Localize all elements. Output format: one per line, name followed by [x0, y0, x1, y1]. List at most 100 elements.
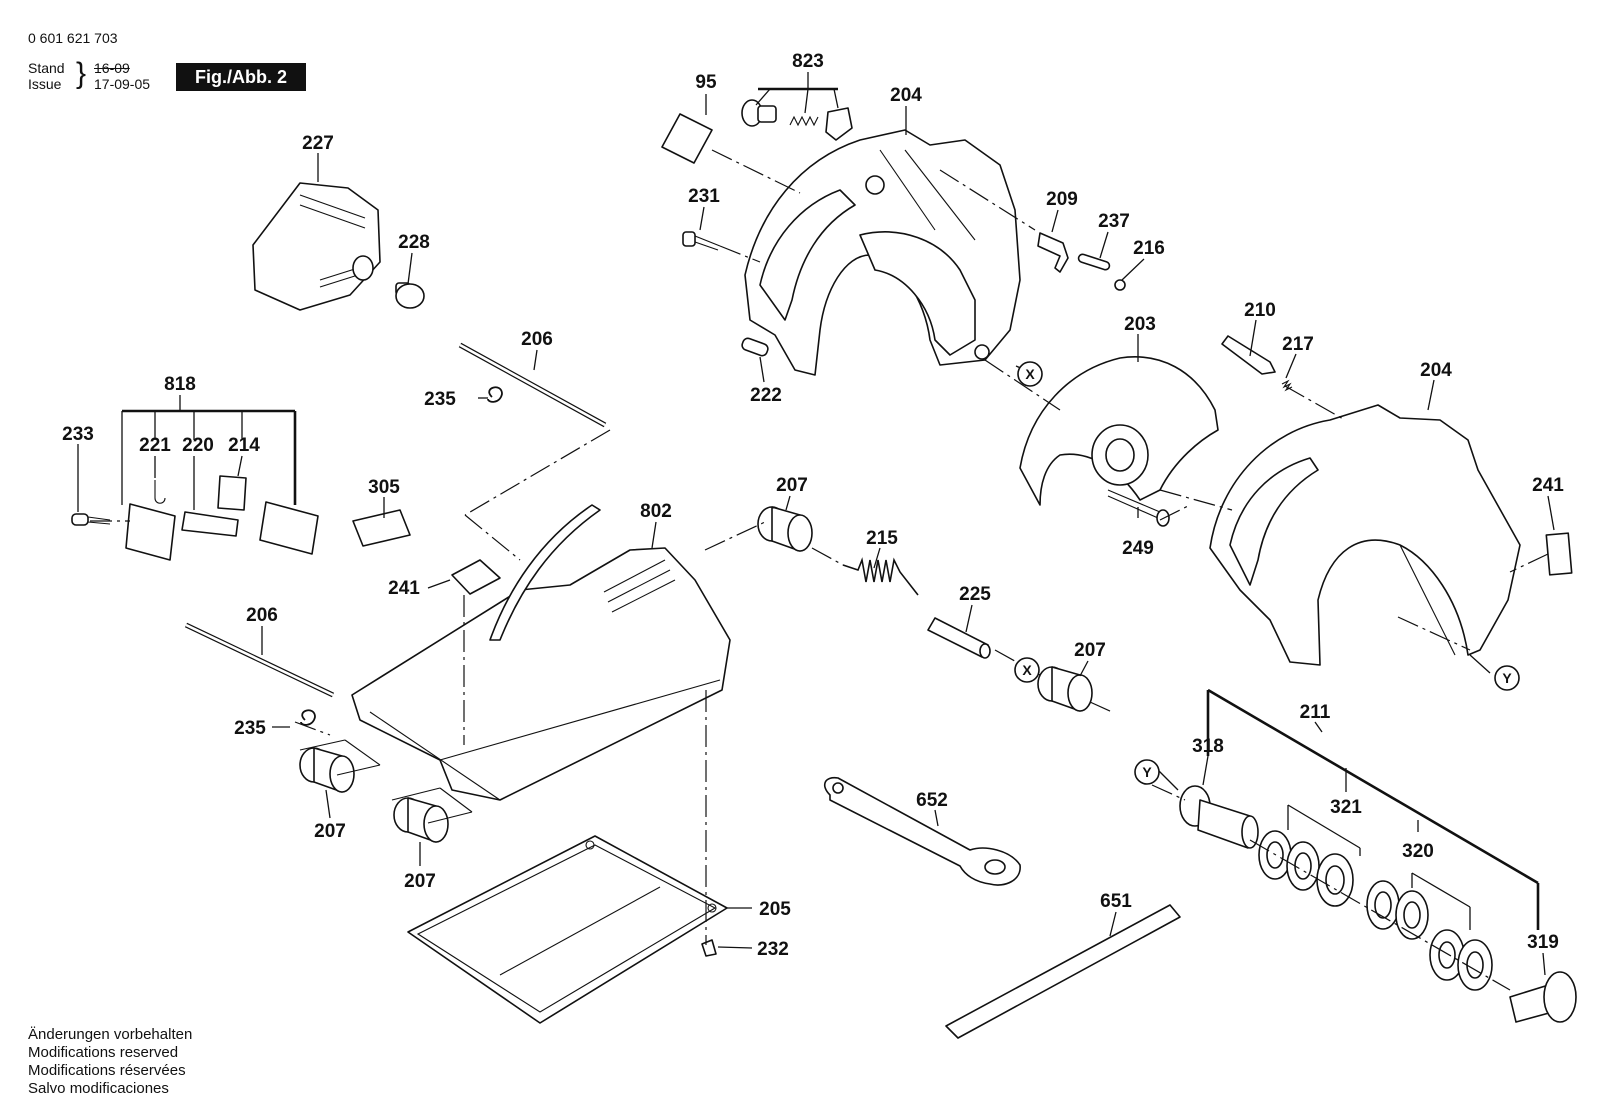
switch-assembly [71, 475, 319, 561]
label-207-c: 207 [314, 821, 346, 842]
label-651: 651 [1100, 891, 1132, 912]
part-number: 0 601 621 703 [28, 30, 118, 46]
reference-marker-y1: Y [1494, 665, 1520, 691]
label-235-upper: 235 [424, 389, 456, 410]
assembly-lines [90, 149, 1549, 991]
label-233: 233 [62, 424, 94, 445]
label-216: 216 [1133, 238, 1165, 259]
label-802: 802 [640, 501, 672, 522]
label-305: 305 [368, 477, 400, 498]
clip-235-upper [487, 386, 503, 403]
pendulum-guard [1019, 356, 1219, 506]
label-214: 214 [228, 435, 260, 456]
ref-y1-text: Y [1502, 670, 1512, 686]
knob-spring-clamp-set [741, 99, 853, 141]
stand-value: 16-09 [94, 60, 130, 76]
roller-207-c [299, 747, 355, 793]
tool-651 [945, 904, 1181, 1039]
washer-set [1258, 830, 1493, 991]
label-237: 237 [1098, 211, 1130, 232]
label-818: 818 [164, 374, 196, 395]
reference-marker-x2: X [1014, 657, 1040, 683]
label-235-lower: 235 [234, 718, 266, 739]
note-de: Änderungen vorbehalten [28, 1026, 193, 1043]
outer-blade-guard [1209, 404, 1521, 666]
label-209: 209 [1046, 189, 1078, 210]
note-es: Salvo modificaciones [28, 1080, 169, 1097]
label-211: 211 [1300, 702, 1331, 723]
screw-231 [682, 231, 721, 251]
housing-cap [252, 182, 381, 311]
label-232: 232 [757, 939, 789, 960]
label-241-left [451, 559, 501, 595]
label-206-upper: 206 [521, 329, 553, 350]
screw-232 [701, 939, 717, 957]
nut-216 [1114, 279, 1126, 291]
shaft-318 [1179, 785, 1259, 849]
label-221: 221 [139, 435, 171, 456]
label-207-a: 207 [776, 475, 808, 496]
label-207-b: 207 [1074, 640, 1106, 661]
label-plate [661, 113, 713, 164]
label-217: 217 [1282, 334, 1314, 355]
label-227: 227 [302, 133, 334, 154]
label-652: 652 [916, 790, 948, 811]
label-205: 205 [759, 899, 791, 920]
notes-block: Änderungen vorbehalten Modifications res… [28, 1026, 192, 1098]
part-labels: 95 823 204 227 228 231 209 237 216 203 2… [62, 51, 1564, 960]
label-241-left-text: 241 [388, 578, 420, 599]
note-fr: Modifications réservées [28, 1062, 186, 1079]
note-en: Modifications reserved [28, 1044, 179, 1061]
wrench-652 [823, 776, 1021, 886]
label-204-outer: 204 [1420, 360, 1452, 381]
label-222: 222 [750, 385, 782, 406]
brace-glyph: } [76, 57, 87, 90]
label-225: 225 [959, 584, 991, 605]
base-plate [351, 504, 731, 801]
roller-207-b [1037, 666, 1093, 712]
label-220: 220 [182, 435, 214, 456]
ref-y2-text: Y [1142, 764, 1152, 780]
label-318: 318 [1192, 736, 1224, 757]
issue-label: Issue [28, 76, 62, 92]
issue-value: 17-09-05 [94, 76, 151, 92]
lever-210 [1221, 335, 1276, 375]
label-231: 231 [688, 186, 720, 207]
knob-228 [395, 282, 425, 309]
spring-215 [842, 557, 919, 596]
ref-x1-text: X [1025, 366, 1035, 382]
label-210: 210 [1244, 300, 1276, 321]
pin-225 [927, 617, 991, 659]
flange-319 [1509, 971, 1577, 1023]
upper-blade-guard [744, 129, 1021, 376]
pin-222 [741, 337, 769, 357]
label-207-d: 207 [404, 871, 436, 892]
clip-235-lower [300, 709, 316, 726]
lever-209 [1037, 232, 1069, 273]
label-321: 321 [1330, 797, 1362, 818]
label-305 [352, 509, 411, 547]
roller-207-a [757, 506, 813, 552]
label-320: 320 [1402, 841, 1434, 862]
ref-x2-text: X [1022, 662, 1032, 678]
bottom-plate [407, 835, 728, 1024]
label-241-right-text: 241 [1532, 475, 1564, 496]
label-215: 215 [866, 528, 898, 549]
label-95: 95 [695, 72, 717, 93]
label-206-lower: 206 [246, 605, 278, 626]
label-228: 228 [398, 232, 430, 253]
reference-marker-y2: Y [1134, 759, 1160, 785]
roller-207-d [393, 797, 449, 843]
stand-label: Stand [28, 60, 65, 76]
label-823: 823 [792, 51, 824, 72]
label-203: 203 [1124, 314, 1156, 335]
reference-marker-x1: X [1017, 361, 1043, 387]
label-241-right [1545, 532, 1573, 576]
label-249: 249 [1122, 538, 1154, 559]
figure-badge: Fig./Abb. 2 [176, 63, 306, 91]
spring-217 [1281, 379, 1293, 392]
leader-lines [77, 72, 1555, 976]
label-319: 319 [1527, 932, 1559, 953]
pin-237 [1077, 253, 1111, 271]
